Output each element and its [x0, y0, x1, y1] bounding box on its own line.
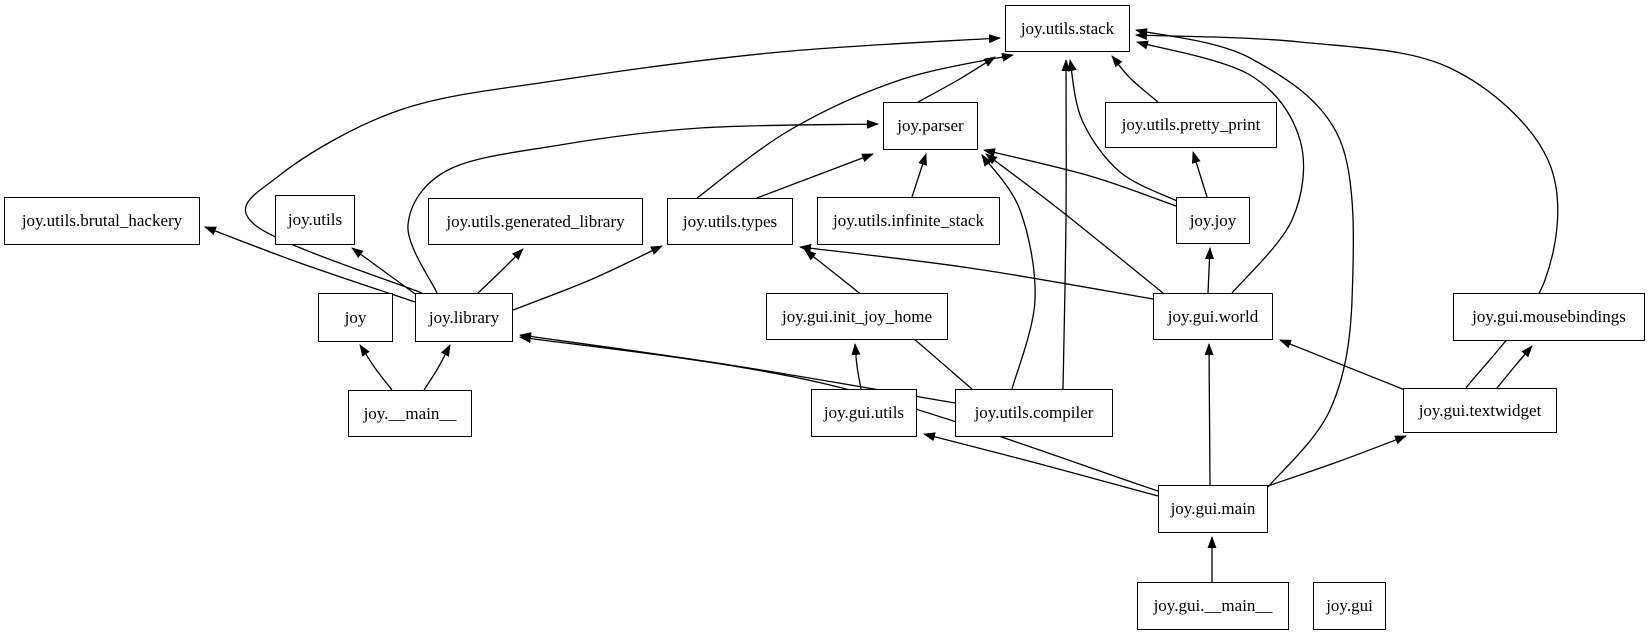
edge-guimain-to-world [1204, 343, 1214, 486]
node-joygui: joy.gui [1313, 582, 1386, 630]
edge-textwidget-to-stack [1135, 30, 1559, 389]
node-label: joy.gui.textwidget [1418, 400, 1542, 420]
node-label: joy.gui.utils [823, 403, 905, 422]
edge-infstack-to-parser [911, 153, 927, 198]
node-label: joy.joy [1189, 210, 1237, 230]
node-label: joy.utils [287, 210, 343, 229]
edge-jmain-to-joy [359, 344, 393, 391]
node-label: joy.gui.init_joy_home [781, 306, 932, 326]
edge-world-to-joyjoy [1205, 247, 1215, 294]
edge-textwidget-to-mouse [1496, 345, 1533, 389]
edge-library-to-utils [351, 247, 419, 297]
node-guimainmain: joy.gui.__main__ [1137, 582, 1289, 630]
node-genlib: joy.utils.generated_library [428, 198, 643, 245]
edge-guimain-to-library [519, 334, 1159, 492]
node-stack: joy.utils.stack [1005, 5, 1130, 52]
node-label: joy.utils.pretty_print [1121, 115, 1261, 134]
node-joyjoy: joy.joy [1176, 197, 1250, 244]
node-label: joy.gui.__main__ [1153, 596, 1273, 615]
node-label: joy.gui.main [1170, 499, 1256, 518]
node-label: joy.utils.stack [1020, 18, 1115, 38]
edge-types-to-stack [696, 52, 1014, 199]
edge-compiler-to-stack [1061, 59, 1071, 390]
edge-types-to-parser [756, 153, 874, 199]
edge-library-to-genlib [477, 248, 524, 294]
edge-joyjoy-to-stack [1067, 59, 1178, 202]
node-label: joy.utils.generated_library [446, 211, 625, 231]
node-infstack: joy.utils.infinite_stack [817, 197, 1000, 245]
edge-textwidget-to-world [1279, 339, 1411, 393]
edge-library-to-parser [407, 119, 879, 294]
node-utils: joy.utils [275, 195, 355, 245]
node-label: joy.gui [1326, 596, 1373, 615]
node-label: joy.gui.mousebindings [1472, 307, 1626, 326]
node-label: joy.gui.world [1167, 306, 1259, 326]
node-label: joy.library [428, 307, 500, 327]
node-compiler: joy.utils.compiler [955, 389, 1113, 437]
node-joy: joy [318, 293, 393, 342]
node-guimain: joy.gui.main [1158, 485, 1268, 533]
node-world: joy.gui.world [1153, 293, 1273, 340]
node-jmain: joy.__main__ [348, 390, 472, 437]
edge-parser-to-stack [917, 56, 996, 103]
node-label: joy [344, 307, 367, 327]
node-label: joy.utils.types [682, 211, 778, 231]
edge-guimain-to-stack [1135, 28, 1355, 488]
node-label: joy.utils.compiler [974, 403, 1094, 422]
node-pretty: joy.utils.pretty_print [1105, 102, 1277, 148]
edge-world-to-stack [1136, 40, 1305, 294]
node-textwidget: joy.gui.textwidget [1403, 388, 1557, 433]
node-mouse: joy.gui.mousebindings [1453, 293, 1645, 341]
edge-jmain-to-library [423, 344, 451, 391]
node-parser: joy.parser [883, 102, 978, 150]
edge-compiler-to-parser [981, 154, 1036, 390]
edge-joyjoy-to-pretty [1191, 151, 1208, 198]
edge-guiutils-to-inithome [851, 343, 862, 390]
node-guiutils: joy.gui.utils [811, 389, 917, 437]
edge-library-to-stack [244, 34, 1001, 294]
node-types: joy.utils.types [667, 198, 793, 245]
edge-world-to-types [799, 243, 1154, 300]
edge-guimain-to-guiutils [923, 432, 1159, 497]
edge-guimain-to-textwidget [1267, 435, 1407, 487]
node-label: joy.utils.infinite_stack [833, 211, 984, 230]
edge-library-to-types [512, 245, 663, 311]
node-label: joy.utils.brutal_hackery [21, 211, 183, 230]
edge-world-to-parser [985, 153, 1164, 294]
node-brutal: joy.utils.brutal_hackery [4, 197, 200, 245]
edge-pretty-to-stack [1111, 55, 1159, 103]
node-library: joy.library [415, 293, 513, 342]
edge-joyjoy-to-parser [983, 148, 1177, 207]
node-inithome: joy.gui.init_joy_home [766, 293, 948, 340]
node-label: joy.__main__ [363, 403, 457, 423]
node-label: joy.parser [897, 116, 964, 135]
